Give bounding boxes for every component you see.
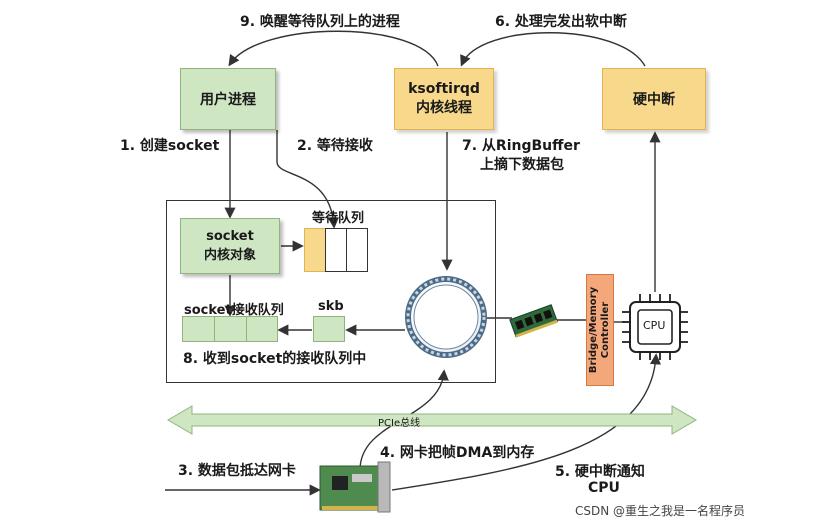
socket-object-line2: 内核对象 — [203, 248, 256, 263]
skb-box — [313, 316, 345, 342]
arrow-step5 — [391, 353, 662, 491]
cpu-label: CPU — [643, 319, 666, 332]
ksoftirqd-box: ksoftirqd 内核线程 — [394, 68, 494, 130]
pcie-bus-arrow — [167, 405, 697, 435]
step1-label: 1. 创建socket — [120, 138, 220, 154]
step4-label: 4. 网卡把帧DMA到内存 — [380, 445, 535, 461]
step3-label: 3. 数据包抵达网卡 — [178, 463, 296, 479]
bridge-label-line2: Controller — [600, 301, 611, 359]
ksoftirqd-label-line2: 内核线程 — [416, 100, 472, 116]
recv-queue — [182, 316, 278, 342]
hard-irq-box: 硬中断 — [602, 68, 706, 130]
bridge-label-line1: Bridge/Memory — [588, 286, 599, 374]
arrow-step6 — [460, 32, 646, 67]
kernel-area-frame — [166, 200, 496, 383]
step9-label: 9. 唤醒等待队列上的进程 — [240, 14, 400, 30]
hard-irq-label: 硬中断 — [633, 92, 675, 108]
bridge-memory-controller: Bridge/Memory Controller — [586, 274, 614, 386]
user-process-label: 用户进程 — [200, 92, 256, 108]
memory-stick-icon — [509, 304, 558, 338]
socket-object-box: socket 内核对象 — [180, 218, 280, 274]
step5-label-line2: CPU — [588, 480, 620, 496]
recv-queue-slot — [214, 316, 247, 342]
step8-label: 8. 收到socket的接收队列中 — [183, 351, 367, 367]
wait-queue-slot — [304, 228, 326, 272]
ring-buffer-icon — [405, 276, 487, 358]
wait-queue — [304, 228, 368, 272]
arrow-step9 — [228, 30, 439, 67]
recv-queue-title: socket接收队列 — [184, 303, 284, 318]
step5-label-line1: 5. 硬中断通知 — [555, 464, 645, 480]
watermark: CSDN @重生之我是一名程序员 — [575, 504, 746, 518]
wait-queue-slot — [325, 228, 347, 272]
network-card-icon — [319, 461, 391, 513]
recv-queue-slot — [246, 316, 278, 342]
skb-title: skb — [318, 299, 344, 314]
arrow-step2 — [276, 130, 339, 229]
wait-queue-title: 等待队列 — [312, 211, 365, 226]
ksoftirqd-label-line1: ksoftirqd — [408, 81, 480, 97]
pcie-label: PCIe总线 — [378, 418, 421, 429]
socket-object-line1: socket — [206, 229, 254, 244]
user-process-box: 用户进程 — [180, 68, 276, 130]
wait-queue-slot — [346, 228, 368, 272]
step6-label: 6. 处理完发出软中断 — [495, 14, 627, 30]
step2-label: 2. 等待接收 — [297, 138, 373, 154]
cpu-chip-icon — [622, 294, 688, 360]
step7-label-line2: 上摘下数据包 — [480, 157, 564, 173]
recv-queue-slot — [182, 316, 215, 342]
bridge-label: Bridge/Memory Controller — [588, 275, 612, 385]
step7-label-line1: 7. 从RingBuffer — [462, 138, 580, 154]
